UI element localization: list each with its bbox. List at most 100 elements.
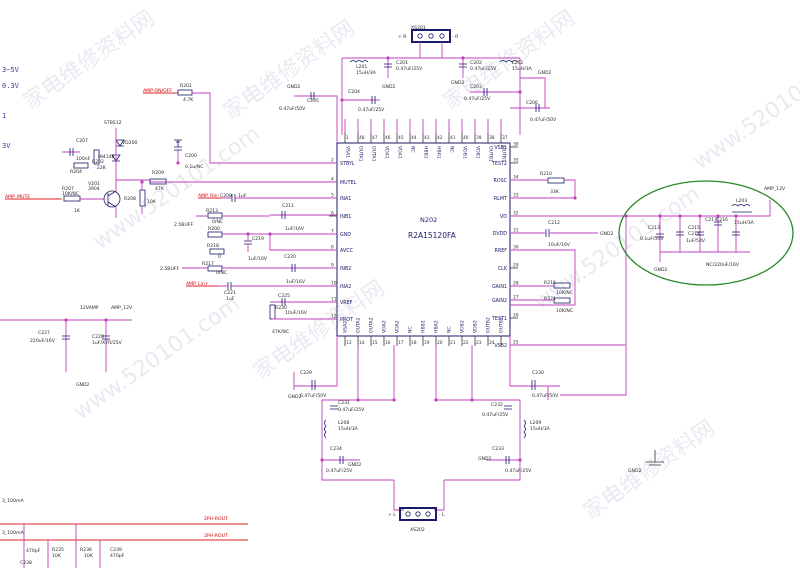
capacitor-c207: C207: [62, 138, 88, 156]
chip-pin-bottom-12: OUTB2: [499, 317, 505, 346]
inductor-l209: L209 15uH/3A: [523, 419, 551, 439]
pin-number: 20: [437, 340, 443, 346]
svg-text:0.47uF/25V: 0.47uF/25V: [338, 407, 365, 413]
svg-text:1K: 1K: [74, 208, 81, 214]
svg-text:47K/NC: 47K/NC: [272, 329, 289, 335]
capacitor-c221: C221 1uF: [224, 282, 236, 302]
capacitor-c212: C212 10uF/16V: [545, 220, 571, 248]
pin-name: HBA1: [436, 146, 442, 159]
svg-text:1uF/16V: 1uF/16V: [285, 226, 305, 232]
left-edge-voltage-1: 3~5V: [2, 66, 20, 74]
pin-number: 16: [385, 340, 391, 346]
gnd2-c205: GND2: [287, 84, 301, 90]
svg-text:0.47uF/50V: 0.47uF/50V: [300, 393, 327, 399]
pin-name: VDB1: [475, 146, 481, 159]
net-amp-onoff: AMP-ON/OFF: [143, 88, 172, 94]
pin-number: 25: [513, 340, 519, 346]
resistor-r218: R218 0: [207, 243, 225, 260]
svg-text:R204: R204: [70, 169, 82, 175]
svg-text:L201: L201: [356, 64, 367, 70]
svg-text:15uH/3A: 15uH/3A: [338, 426, 359, 432]
svg-text:1uF/X7R/25V: 1uF/X7R/25V: [92, 340, 123, 346]
svg-text:0.47uF/50V: 0.47uF/50V: [279, 106, 306, 112]
gnd2-c234: GND2: [348, 462, 362, 468]
left-edge-voltage-3: 3V: [2, 142, 11, 150]
pin-name: RREF: [495, 248, 508, 254]
capacitor-c213: C213 0.1uF/50V: [640, 225, 664, 242]
pin-number: 17: [398, 340, 404, 346]
chip-body: [336, 142, 511, 337]
capacitor-c205: C205 0.47uF/50V GND2: [279, 84, 338, 143]
pin-number: 46: [385, 135, 391, 141]
pin-number: 28: [513, 281, 519, 287]
pin-number: 9: [331, 263, 334, 269]
pin-name: INB1: [340, 214, 351, 220]
pin-number: 26: [513, 313, 519, 319]
inductor-l202: L202 15uH/3A: [499, 60, 533, 72]
svg-text:R217: R217: [202, 261, 214, 267]
svg-text:R202: R202: [92, 159, 104, 165]
svg-text:47K: 47K: [155, 186, 165, 192]
pin-name: INA2: [340, 284, 351, 290]
svg-text:C200: C200: [185, 153, 197, 159]
gnd2-c229: GND2: [288, 394, 302, 400]
pin-number: 24: [489, 340, 495, 346]
pin-number: 23: [476, 340, 482, 346]
svg-text:C212: C212: [548, 220, 560, 226]
pin-number: 37: [502, 135, 508, 141]
resistor-r217: R217 0/NC: [202, 261, 227, 276]
pin-name: HBB2: [421, 320, 427, 333]
pin-name: VSB1: [494, 145, 507, 151]
gnd2-c212: GND2: [600, 231, 614, 237]
pin-name: INB2: [340, 266, 351, 272]
pin-number: 38: [489, 135, 495, 141]
svg-text:3904: 3904: [88, 186, 100, 192]
net-amp-12v: AMP_12V: [111, 305, 133, 311]
pin-name: HBB1: [423, 146, 429, 159]
svg-text:R201: R201: [180, 83, 192, 89]
watermark-url-4: www.520101.com: [689, 41, 800, 174]
label-stbs12: STBS12: [104, 120, 122, 126]
diode-in4148: IN4148: [98, 154, 121, 162]
watermark-url-1: www.520101.com: [89, 121, 265, 254]
svg-text:R216: R216: [544, 280, 556, 286]
svg-text:15uH/3A: 15uH/3A: [734, 220, 755, 226]
svg-text:NC/220uF/16V: NC/220uF/16V: [706, 262, 740, 268]
svg-text:R230: R230: [275, 305, 287, 311]
capacitor-c217: C217: [705, 217, 722, 226]
pin-name: VSA1: [345, 146, 351, 158]
svg-text:L208: L208: [338, 420, 349, 426]
resistor-r235: R235 10K: [52, 547, 64, 559]
svg-text:0.47uF/25V: 0.47uF/25V: [358, 107, 385, 113]
svg-text:15uH/3A: 15uH/3A: [512, 66, 533, 72]
svg-text:C215: C215: [688, 225, 700, 231]
svg-text:L202: L202: [512, 60, 523, 66]
svg-text:R210: R210: [540, 171, 552, 177]
net-amp-12v-right: AMP_12V: [764, 186, 786, 192]
net-amp-rin: AMP_Rin-: [198, 193, 220, 199]
pin-number: 44: [411, 135, 417, 141]
svg-text:4.7K: 4.7K: [183, 97, 194, 103]
capacitor-c203: C203 0.47uF/25V: [464, 84, 520, 102]
net-2.5buff-1: 2.5BUFF: [174, 222, 193, 228]
pin-number: 30: [513, 245, 519, 251]
watermark-url-3: www.520101.com: [69, 291, 245, 424]
pin-name: NC: [410, 146, 416, 153]
pin-name: TEST1: [491, 316, 507, 322]
pin-name: VDB1: [462, 146, 468, 159]
capacitor-c211: C211 1uF/16V: [270, 203, 337, 232]
pin-name: CLK: [498, 266, 508, 272]
junction-dots: [64, 56, 738, 462]
resistor-r210: R210 33K: [540, 171, 565, 195]
pin-number: 21: [450, 340, 456, 346]
svg-text:470pF: 470pF: [26, 548, 41, 554]
